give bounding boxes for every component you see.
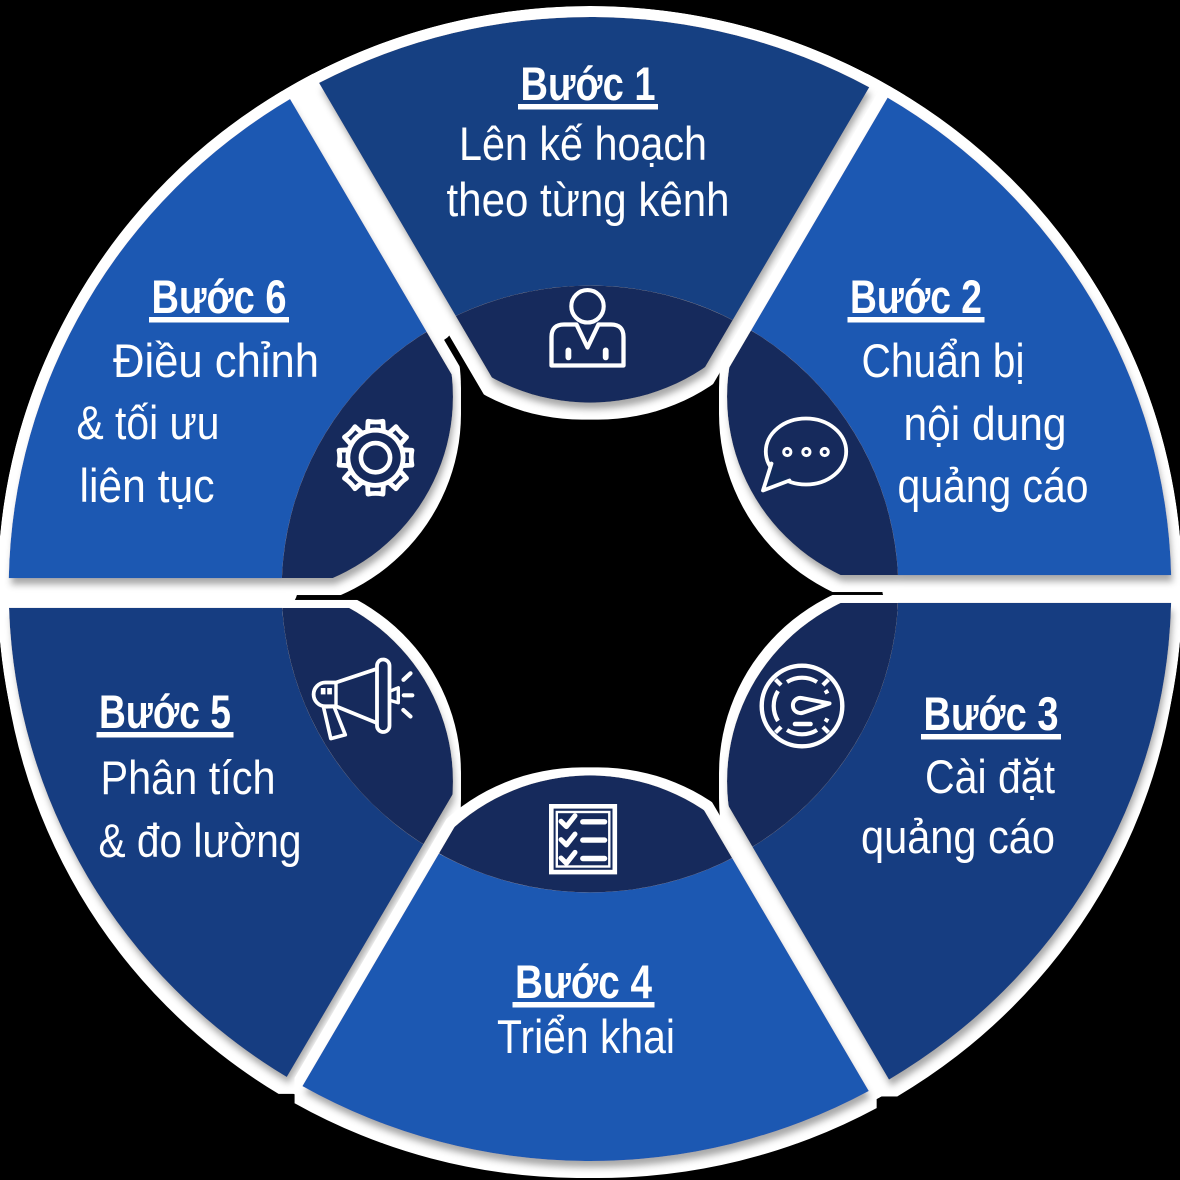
svg-text:Bước 5: Bước 5	[99, 685, 231, 738]
svg-text:Điều chỉnh: Điều chỉnh	[113, 334, 319, 387]
svg-text:& đo lường: & đo lường	[99, 814, 302, 867]
svg-text:Phân tích: Phân tích	[101, 751, 276, 804]
svg-text:& tối ưu: & tối ưu	[77, 396, 220, 449]
svg-text:quảng cáo: quảng cáo	[898, 459, 1089, 512]
svg-text:Cài đặt: Cài đặt	[925, 750, 1055, 803]
svg-text:Bước 6: Bước 6	[152, 270, 287, 323]
svg-text:liên tục: liên tục	[80, 459, 215, 512]
svg-text:nội dung: nội dung	[904, 397, 1067, 450]
svg-text:Bước 2: Bước 2	[850, 270, 982, 323]
svg-text:quảng cáo: quảng cáo	[861, 810, 1055, 863]
svg-text:Triển khai: Triển khai	[497, 1010, 675, 1063]
svg-text:Bước 3: Bước 3	[924, 687, 1059, 740]
svg-text:Bước 4: Bước 4	[515, 955, 652, 1008]
svg-text:theo từng kênh: theo từng kênh	[447, 173, 730, 226]
svg-text:Chuẩn bị: Chuẩn bị	[862, 334, 1025, 387]
svg-text:Lên kế hoạch: Lên kế hoạch	[459, 117, 707, 170]
svg-text:Bước 1: Bước 1	[521, 57, 656, 110]
